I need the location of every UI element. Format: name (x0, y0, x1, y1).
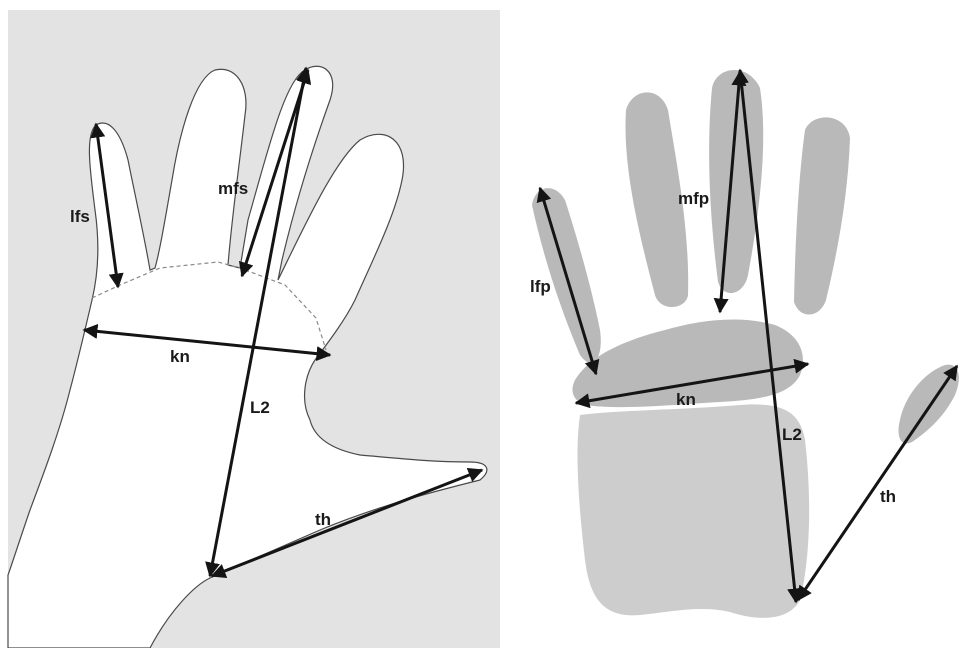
th-label-right: th (880, 487, 896, 506)
th-label-left: th (315, 510, 331, 529)
mfp-label: mfp (678, 189, 709, 208)
l2-label-right: L2 (782, 425, 802, 444)
palm-lower-print (578, 404, 810, 617)
lfs-label: lfs (70, 207, 90, 226)
right-panel: lfp mfp kn L2 th (500, 0, 960, 648)
kn-label-right: kn (676, 390, 696, 409)
lfp-label: lfp (530, 277, 551, 296)
mfs-label: mfs (218, 179, 248, 198)
kn-label-left: kn (170, 347, 190, 366)
left-panel: lfs mfs kn L2 th (8, 10, 500, 648)
l2-label-left: L2 (250, 398, 270, 417)
